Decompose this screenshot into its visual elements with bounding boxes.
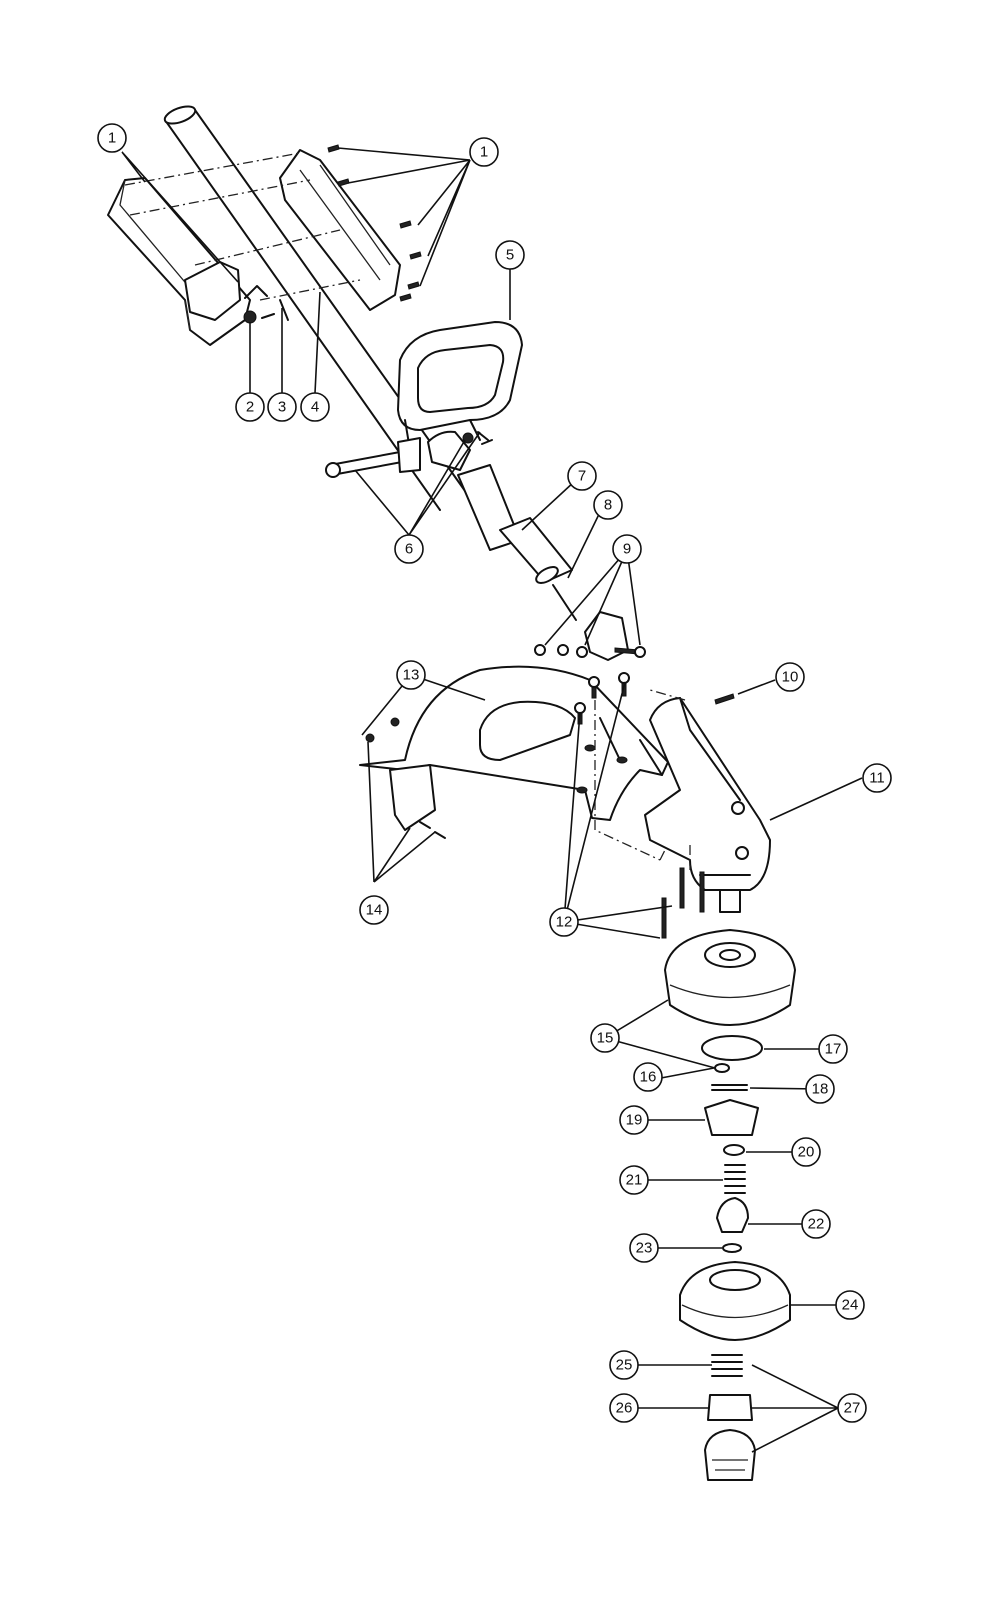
svg-text:12: 12 — [556, 914, 573, 931]
line-cutter-blade — [365, 717, 446, 839]
callout-7: 7 — [567, 461, 597, 491]
mount-screws — [661, 867, 705, 939]
callout-5: 5 — [495, 240, 525, 270]
spool-housing — [664, 929, 796, 1026]
callout-3: 3 — [267, 392, 297, 422]
callout-10: 10 — [775, 662, 805, 692]
svg-text:8: 8 — [604, 497, 612, 514]
shaft-coupler — [457, 464, 577, 621]
svg-text:25: 25 — [616, 1357, 633, 1374]
svg-text:23: 23 — [636, 1240, 653, 1257]
assist-handle — [397, 321, 523, 451]
svg-text:14: 14 — [366, 902, 383, 919]
svg-text:10: 10 — [782, 669, 799, 686]
shaft-clamp — [534, 611, 646, 661]
svg-text:20: 20 — [798, 1144, 815, 1161]
callout-24: 24 — [835, 1290, 865, 1320]
svg-text:4: 4 — [311, 399, 319, 416]
o-ring — [701, 1035, 763, 1061]
callout-9: 9 — [612, 534, 642, 564]
callout-23: 23 — [629, 1233, 659, 1263]
svg-text:16: 16 — [640, 1069, 657, 1086]
svg-text:3: 3 — [278, 399, 286, 416]
svg-text:6: 6 — [405, 541, 413, 558]
svg-text:5: 5 — [506, 247, 514, 264]
svg-text:18: 18 — [812, 1081, 829, 1098]
callout-20: 20 — [791, 1137, 821, 1167]
svg-text:1: 1 — [480, 144, 488, 161]
leader-lines — [121, 147, 863, 1453]
svg-text:15: 15 — [597, 1030, 614, 1047]
guard-screws — [574, 672, 630, 725]
callout-4: 4 — [300, 392, 330, 422]
callout-6: 6 — [394, 534, 424, 564]
callout-15: 15 — [590, 1023, 620, 1053]
callout-27: 27 — [837, 1393, 867, 1423]
svg-text:21: 21 — [626, 1172, 643, 1189]
callout-2: 2 — [235, 392, 265, 422]
handle-housing-left — [107, 177, 251, 346]
callout-18: 18 — [805, 1074, 835, 1104]
callout-8: 8 — [593, 490, 623, 520]
callout-17: 17 — [818, 1034, 848, 1064]
callout-22: 22 — [801, 1209, 831, 1239]
svg-text:9: 9 — [623, 541, 631, 558]
spool — [679, 1261, 791, 1341]
svg-text:7: 7 — [578, 468, 586, 485]
svg-text:1: 1 — [108, 130, 116, 147]
callout-16: 16 — [633, 1062, 663, 1092]
svg-text:13: 13 — [403, 667, 420, 684]
svg-text:19: 19 — [626, 1112, 643, 1129]
callout-12: 12 — [549, 907, 579, 937]
svg-text:17: 17 — [825, 1041, 842, 1058]
svg-text:22: 22 — [808, 1216, 825, 1233]
callout-26: 26 — [609, 1393, 639, 1423]
callout-25: 25 — [609, 1350, 639, 1380]
callout-13: 13 — [396, 660, 426, 690]
callout-1a: 1 — [97, 123, 127, 153]
svg-text:11: 11 — [869, 770, 885, 787]
callout-19: 19 — [619, 1105, 649, 1135]
svg-text:24: 24 — [842, 1297, 859, 1314]
handle-bolt-and-bracket — [325, 430, 493, 478]
bump-knob — [704, 1354, 756, 1481]
callout-21: 21 — [619, 1165, 649, 1195]
svg-text:26: 26 — [616, 1400, 633, 1417]
grass-guard — [359, 665, 669, 821]
callout-11: 11 — [862, 763, 892, 793]
callout-14: 14 — [359, 895, 389, 925]
svg-text:2: 2 — [246, 399, 254, 416]
drive-shaft-tube — [163, 105, 471, 511]
gear-head — [644, 693, 771, 913]
callout-1b: 1 — [469, 137, 499, 167]
small-hardware — [704, 1063, 759, 1253]
svg-text:27: 27 — [844, 1400, 861, 1417]
